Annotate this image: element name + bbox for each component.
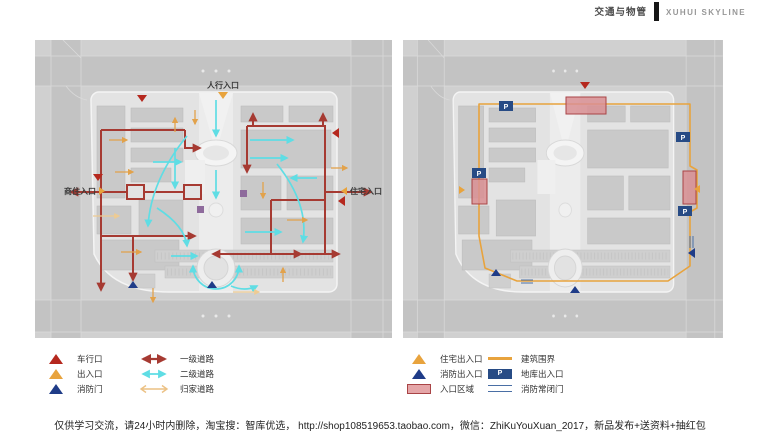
pedestrian-entrance-label: 人行入口 <box>207 80 239 90</box>
vehicle-entrance-icon <box>580 82 590 89</box>
entrance-area-icon <box>407 383 431 394</box>
fire-door-squares <box>197 190 247 213</box>
legend-item-entrance-area: 入口区域 <box>407 381 483 396</box>
legend-item-primary-road: 一级道路 <box>137 351 214 366</box>
legend-label: 地库出入口 <box>521 368 564 379</box>
residential-entrance-icons <box>459 185 700 194</box>
fire-door-icons <box>128 281 217 288</box>
fire-entry-icon <box>412 368 426 379</box>
primary-road-icon <box>140 353 168 364</box>
property-management-plan: P P P P <box>403 40 723 338</box>
legend-label: 建筑围界 <box>521 353 556 364</box>
legend-left-markers: 车行口 出入口 消防门 <box>44 351 103 396</box>
legend-label: 消防门 <box>77 383 103 394</box>
footer-disclaimer: 仅供学习交流，请24小时内删除，淘宝搜：智库优选， http://shop108… <box>54 421 706 432</box>
svg-text:P: P <box>681 135 686 142</box>
road-junction-boxes <box>126 184 202 200</box>
legend-label: 二级道路 <box>180 368 215 379</box>
entry-exit-icon <box>49 368 63 379</box>
legend-item-secondary-road: 二级道路 <box>137 366 214 381</box>
fire-closed-door-icon <box>488 385 512 392</box>
traffic-circulation-map: 人行入口 商住入口 住宅入口 <box>35 39 392 338</box>
legend-item-fire-door: 消防门 <box>44 381 103 396</box>
vehicle-entrance-icons <box>93 95 345 206</box>
legend-label: 消防出入口 <box>440 368 483 379</box>
garage-entry-icon: P <box>488 368 512 379</box>
fire-closed-door-marks <box>521 236 694 284</box>
fire-door-icon <box>49 383 63 394</box>
home-road-icon <box>139 384 169 393</box>
legend-label: 入口区域 <box>440 383 475 394</box>
legend-right-entries: 住宅出入口 消防出入口 入口区域 <box>407 351 483 396</box>
legend-item-residential-entry: 住宅出入口 <box>407 351 483 366</box>
page-title: 交通与物管 <box>594 7 647 18</box>
primary-road-network <box>69 112 373 292</box>
header-divider-bar <box>654 2 659 21</box>
building-boundary-icon <box>488 357 512 360</box>
site-plan-base <box>35 39 392 338</box>
legend-label: 车行口 <box>77 353 103 364</box>
svg-text:P: P <box>683 209 688 216</box>
legend-item-home-road: 归家道路 <box>137 381 214 396</box>
garage-p-badge: P <box>499 101 513 111</box>
garage-p-badge: P <box>678 206 692 216</box>
header: 交通与物管 XUHUI SKYLINE <box>594 0 746 21</box>
legend-label: 出入口 <box>77 368 103 379</box>
vehicle-gate-icon <box>49 353 63 364</box>
fire-exit-icons <box>491 248 695 293</box>
legend-label: 一级道路 <box>180 353 215 364</box>
legend-label: 住宅出入口 <box>440 353 483 364</box>
residential-entry-icon <box>412 353 426 364</box>
residential-entrance-label: 住宅入口 <box>350 186 382 196</box>
svg-text:P: P <box>477 171 482 178</box>
home-path-network <box>109 110 349 304</box>
garage-p-badge: P <box>676 132 690 142</box>
commercial-residential-entrance-label: 商住入口 <box>64 186 96 196</box>
legend-item-building-boundary: 建筑围界 <box>488 351 564 366</box>
traffic-circulation-plan: 人行入口 商住入口 住宅入口 <box>35 39 392 338</box>
garage-entrance-badges: P P P P <box>472 101 692 216</box>
legend-item-fire-entry: 消防出入口 <box>407 366 483 381</box>
legend-item-fire-closed-door: 消防常闭门 <box>488 381 564 396</box>
legend-label: 归家道路 <box>180 383 215 394</box>
secondary-road-icon <box>141 369 167 378</box>
secondary-road-network <box>144 100 317 293</box>
entry-exit-icons <box>99 92 347 195</box>
entrance-areas <box>471 96 697 205</box>
legend-right-boundaries: 建筑围界 P 地库出入口 消防常闭门 <box>488 351 564 396</box>
project-logo-text: XUHUI SKYLINE <box>666 8 746 17</box>
legend-item-vehicle-gate: 车行口 <box>44 351 103 366</box>
legend-left-roads: 一级道路 二级道路 归家道路 <box>137 351 214 396</box>
property-management-map: P P P P <box>403 40 723 338</box>
legend-item-entry-exit: 出入口 <box>44 366 103 381</box>
legend-item-garage-entry: P 地库出入口 <box>488 366 564 381</box>
home-path-light <box>93 213 261 295</box>
garage-p-badge: P <box>472 168 486 178</box>
svg-text:P: P <box>504 104 509 111</box>
legend-label: 消防常闭门 <box>521 383 564 394</box>
